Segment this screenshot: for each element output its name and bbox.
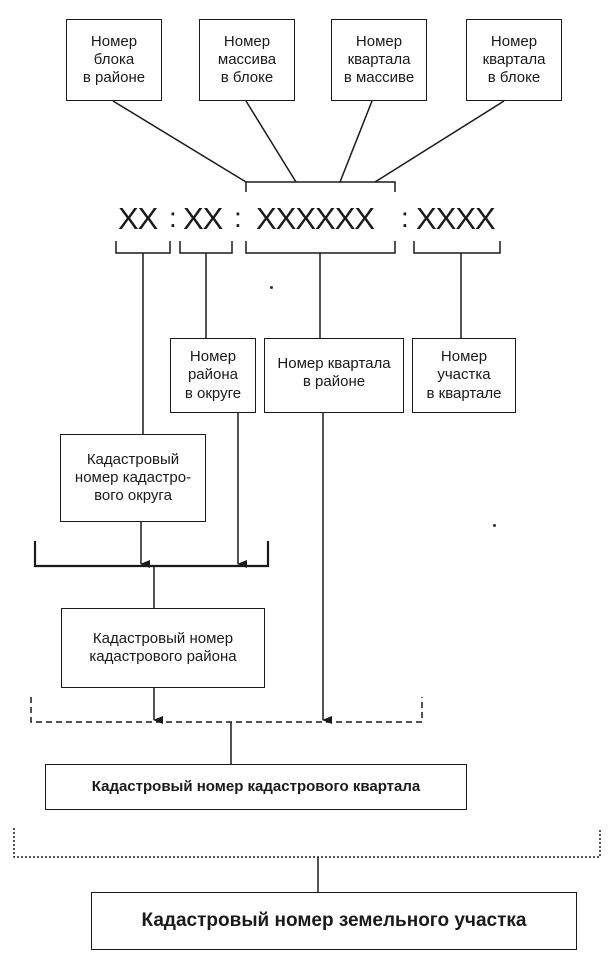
box-cadastral-quarter: Кадастровый номер кадастрового квартала (45, 764, 467, 810)
box-quarter-in-district: Номер квартала в районе (264, 338, 404, 413)
format-seg4: XXXX (416, 201, 496, 236)
bracket-merge-parcel (13, 828, 601, 858)
line-massif-to-bracket (245, 100, 297, 183)
scan-speck (270, 286, 273, 289)
bracket-merge-quarter (30, 697, 423, 723)
format-seg3: XXXXXX (256, 201, 375, 236)
box-quarter-in-district-label: Номер квартала в районе (277, 355, 391, 391)
line-quarter-massif-to-bracket (339, 100, 373, 183)
box-cadastral-district: Кадастровый номер кадастрового района (61, 608, 265, 688)
bracket-under-seg2 (179, 241, 233, 254)
scan-speck (493, 524, 496, 527)
box-parcel-cadastral-number: Кадастровый номер земельного участка (91, 892, 577, 950)
box-block-in-district: Номер блока в районе (66, 19, 162, 101)
box-district-in-okrug-label: Номер района в округе (184, 348, 242, 402)
box-quarter-in-block: Номер квартала в блоке (466, 19, 562, 101)
format-seg1: XX (118, 201, 158, 236)
bracket-merge-district (33, 541, 270, 568)
line-quarter-block-to-bracket (374, 100, 505, 183)
box-cadastral-okrug: Кадастровый номер кадастро- вого округа (60, 434, 206, 522)
box-parcel-in-quarter-label: Номер участка в квартале (426, 348, 502, 402)
box-cadastral-quarter-label: Кадастровый номер кадастрового квартала (91, 777, 421, 795)
bracket-under-seg4 (413, 241, 501, 254)
box-cadastral-district-label: Кадастровый номер кадастрового района (89, 629, 237, 665)
box-massif-in-block-label: Номер массива в блоке (217, 32, 277, 87)
box-quarter-in-massif: Номер квартала в массиве (331, 19, 427, 101)
bracket-under-seg1 (115, 241, 171, 254)
box-parcel-in-quarter: Номер участка в квартале (412, 338, 516, 413)
format-sep3: : (401, 202, 409, 233)
format-sep1: : (169, 202, 177, 233)
bracket-under-seg3 (245, 241, 396, 254)
box-massif-in-block: Номер массива в блоке (199, 19, 295, 101)
box-parcel-cadastral-number-label: Кадастровый номер земельного участка (141, 910, 527, 932)
box-cadastral-okrug-label: Кадастровый номер кадастро- вого округа (74, 450, 192, 505)
box-quarter-in-massif-label: Номер квартала в массиве (343, 32, 415, 87)
line-block-to-bracket (112, 100, 247, 183)
format-sep2: : (234, 202, 242, 233)
bracket-top-seg3 (245, 181, 396, 192)
format-seg2: XX (183, 201, 223, 236)
box-district-in-okrug: Номер района в округе (170, 338, 256, 413)
box-quarter-in-block-label: Номер квартала в блоке (482, 32, 546, 87)
box-block-in-district-label: Номер блока в районе (82, 32, 146, 87)
